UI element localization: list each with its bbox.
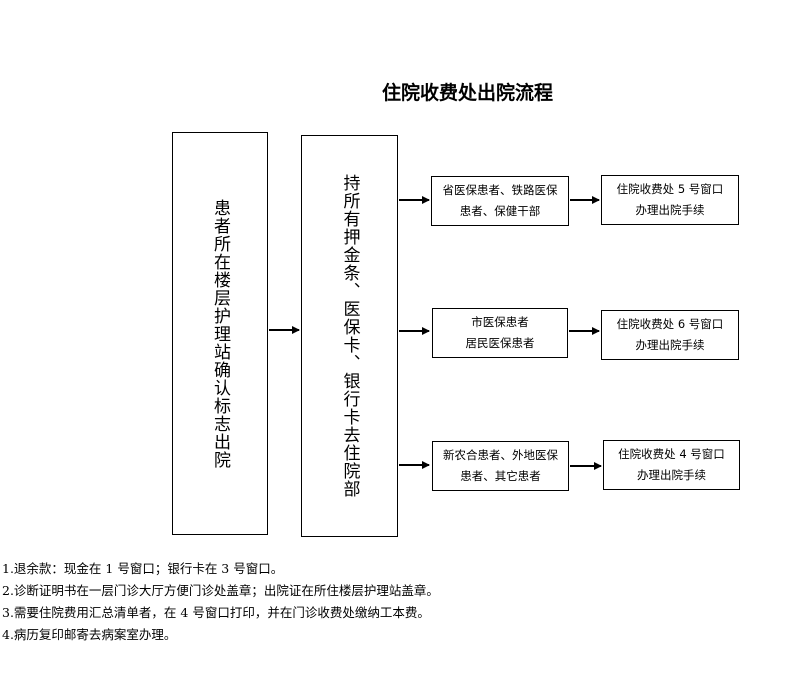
note-item: 4.病历复印邮寄去病案室办理。 [2,627,177,642]
branch-category-box-1: 省医保患者、铁路医保 患者、保健干部 [431,176,569,226]
branch-category-line: 患者、保健干部 [459,204,541,218]
branch-action-line: 办理出院手续 [637,468,706,482]
note-item: 3.需要住院费用汇总清单者，在 4 号窗口打印，并在门诊收费处缴纳工本费。 [2,605,430,620]
step-go-inpatient-text: 持所有押金条、医保卡、银行卡去住院部 [339,174,360,498]
notes-list: 1.退余款：现金在 1 号窗口；银行卡在 3 号窗口。 2.诊断证明书在一层门诊… [2,558,439,646]
note-item: 1.退余款：现金在 1 号窗口；银行卡在 3 号窗口。 [2,561,284,576]
branch-action-line: 住院收费处 6 号窗口 [616,317,724,331]
note-item: 2.诊断证明书在一层门诊大厅方便门诊处盖章；出院证在所住楼层护理站盖章。 [2,583,439,598]
branch-category-line: 居民医保患者 [465,336,535,350]
step-nurse-station-box: 患者所在楼层护理站确认标志出院 [172,132,268,535]
branch-category-line: 患者、其它患者 [460,469,541,483]
branch-category-line: 新农合患者、外地医保 [443,448,558,462]
branch-category-line: 市医保患者 [471,315,529,329]
branch-action-line: 住院收费处 5 号窗口 [616,182,724,196]
branch-category-box-2: 市医保患者 居民医保患者 [432,308,568,358]
branch-action-line: 办理出院手续 [635,338,705,352]
branch-action-box-2: 住院收费处 6 号窗口 办理出院手续 [601,310,739,360]
branch-action-line: 住院收费处 4 号窗口 [618,447,725,461]
branch-category-line: 省医保患者、铁路医保 [442,183,558,197]
branch-action-box-3: 住院收费处 4 号窗口 办理出院手续 [603,440,740,490]
step-nurse-station-text: 患者所在楼层护理站确认标志出院 [210,198,230,469]
branch-action-line: 办理出院手续 [635,203,705,217]
page-title: 住院收费处出院流程 [381,82,553,104]
branch-category-box-3: 新农合患者、外地医保 患者、其它患者 [432,441,569,491]
step-go-inpatient-box: 持所有押金条、医保卡、银行卡去住院部 [301,135,398,537]
branch-action-box-1: 住院收费处 5 号窗口 办理出院手续 [601,175,739,225]
